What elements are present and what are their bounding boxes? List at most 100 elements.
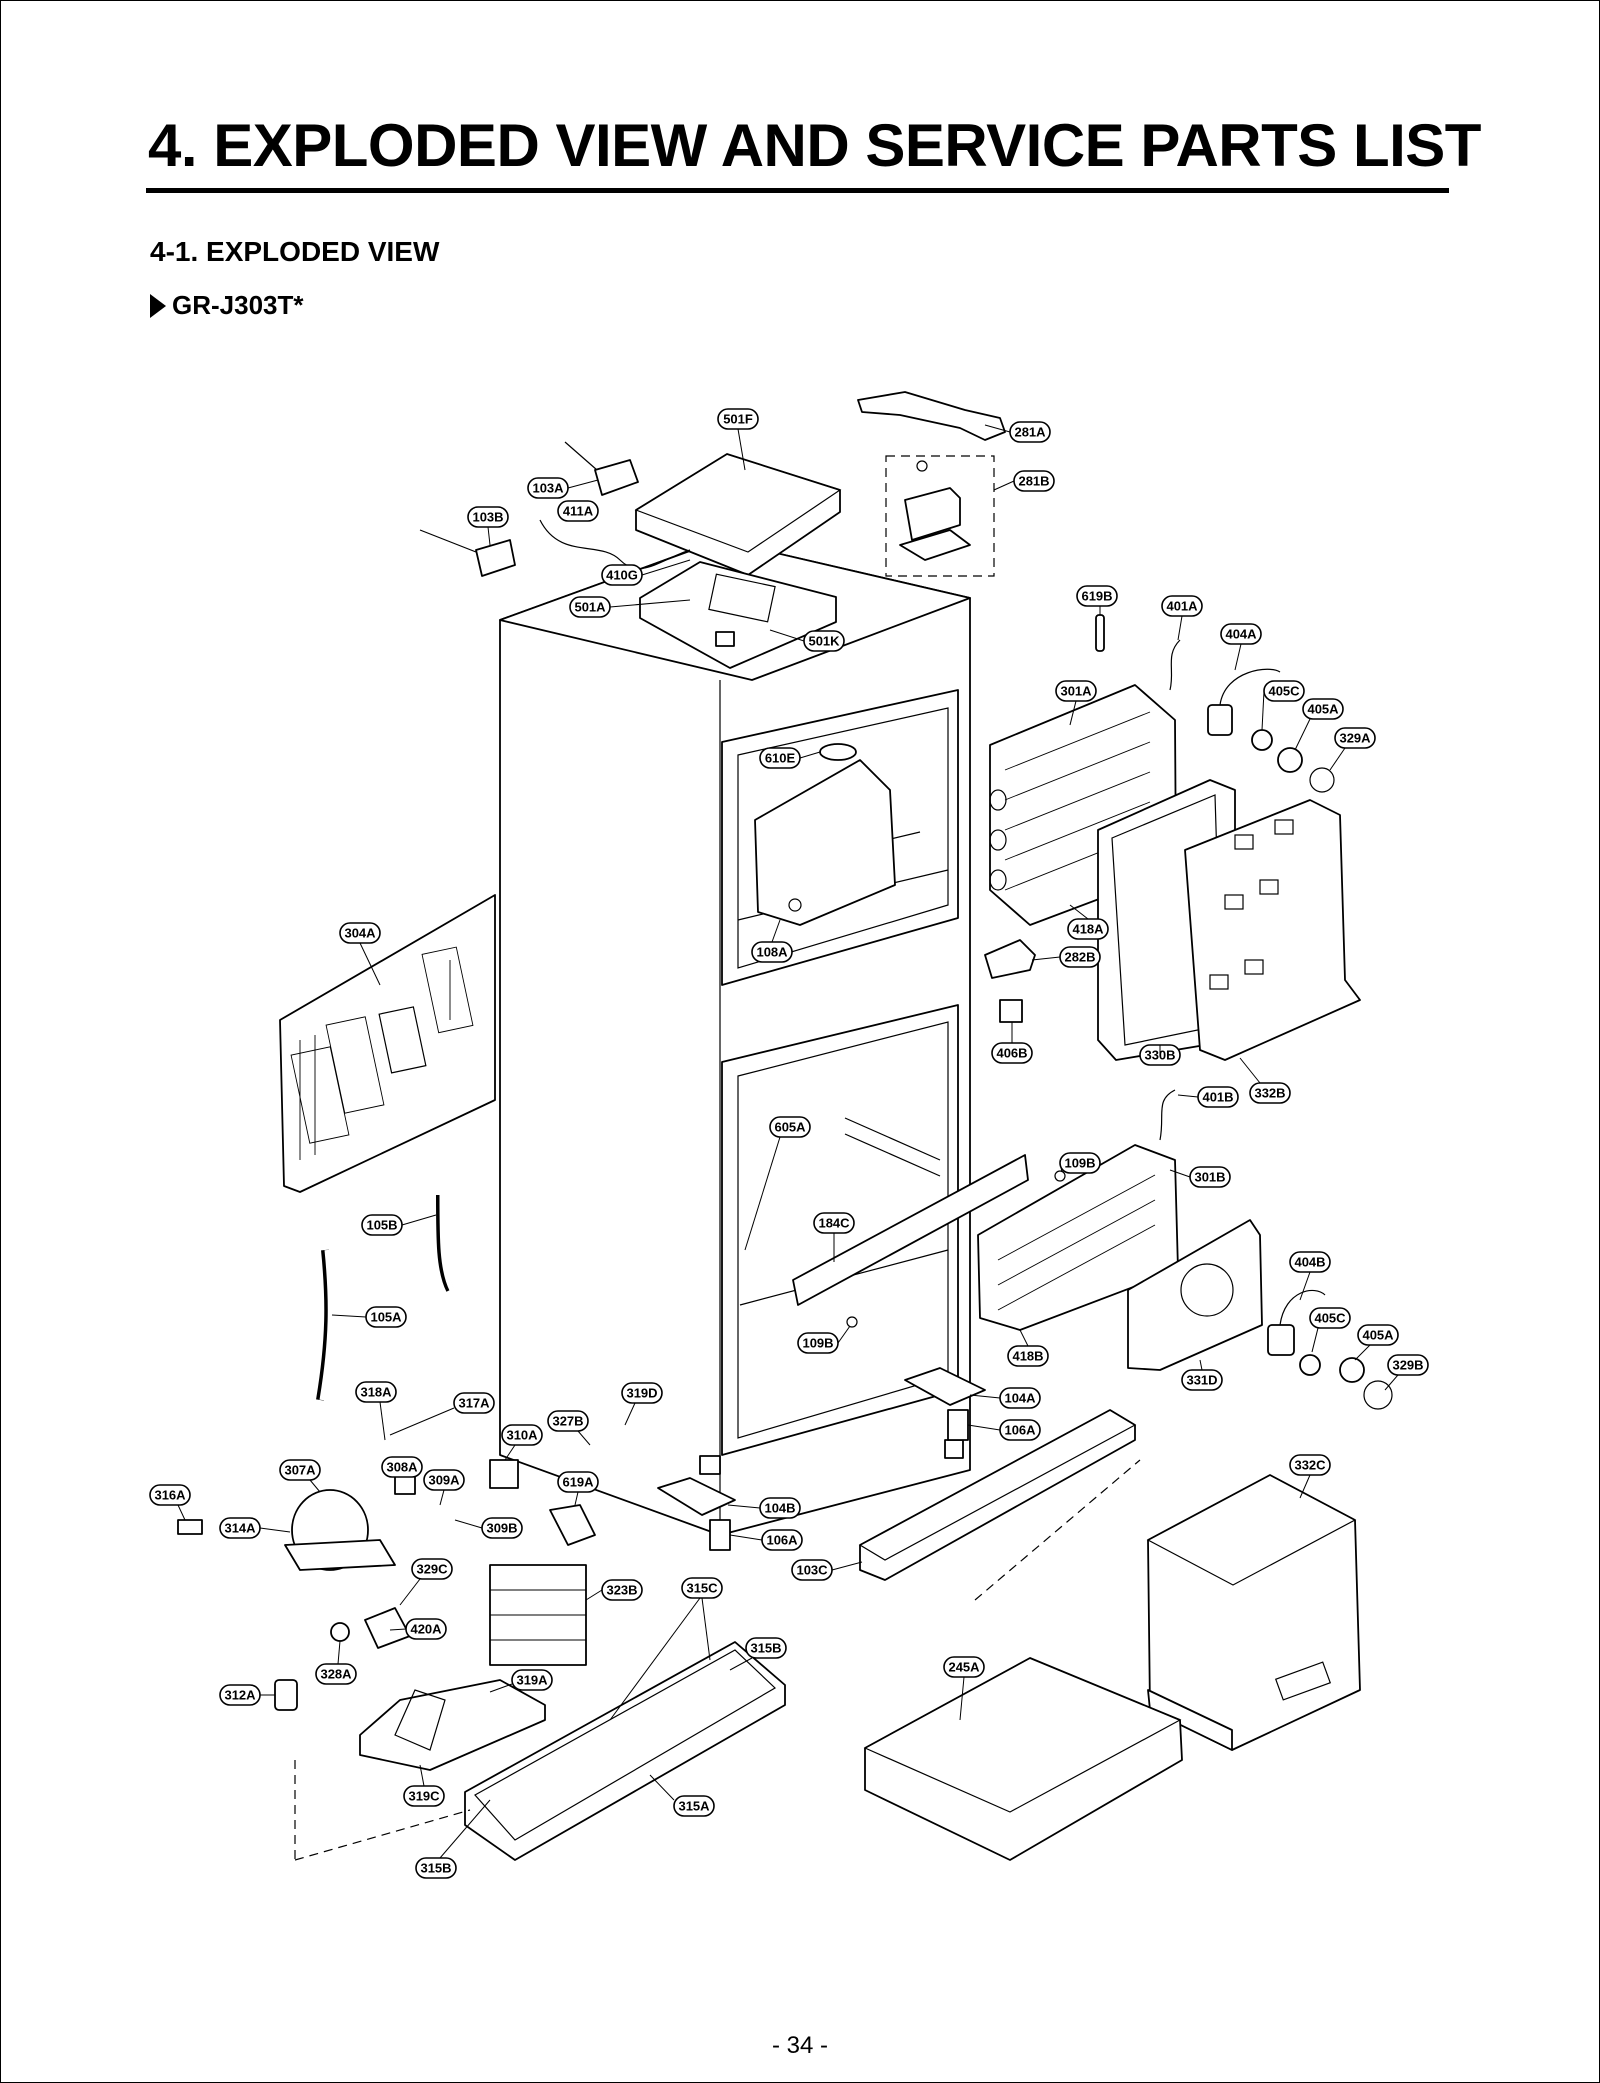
svg-text:281B: 281B: [1018, 474, 1049, 489]
leader-line: [1354, 1344, 1371, 1361]
svg-text:317A: 317A: [458, 1396, 490, 1411]
callout-315C: 315C: [681, 1577, 723, 1599]
svg-text:103B: 103B: [472, 510, 503, 525]
section-title: 4-1. EXPLODED VIEW: [150, 236, 440, 267]
callout-401B: 401B: [1197, 1086, 1239, 1108]
leader-line: [585, 1589, 603, 1601]
callout-104B: 104B: [759, 1497, 801, 1519]
callout-328A: 328A: [315, 1663, 357, 1685]
callout-619A: 619A: [557, 1471, 599, 1493]
svg-text:106A: 106A: [766, 1533, 798, 1548]
svg-text:103A: 103A: [532, 481, 564, 496]
callout-106A-2: 106A: [761, 1529, 803, 1551]
callout-315B: 315B: [745, 1637, 787, 1659]
svg-text:282B: 282B: [1064, 950, 1095, 965]
svg-text:109B: 109B: [1064, 1156, 1095, 1171]
svg-text:281A: 281A: [1014, 425, 1046, 440]
callout-281B: 281B: [1013, 470, 1055, 492]
callout-605A: 605A: [769, 1116, 811, 1138]
callout-103B: 103B: [467, 506, 509, 528]
callout-312A: 312A: [219, 1684, 261, 1706]
callout-105B: 105B: [361, 1214, 403, 1236]
callout-319A: 319A: [511, 1669, 553, 1691]
leader-line: [1169, 1169, 1191, 1178]
condenser: [489, 1564, 587, 1666]
leader-line: [1019, 1329, 1029, 1347]
callout-405C: 405C: [1263, 680, 1305, 702]
svg-text:307A: 307A: [284, 1463, 316, 1478]
leader-line: [454, 1519, 483, 1529]
leader-line: [959, 1676, 965, 1721]
leader-line: [439, 1799, 491, 1859]
svg-text:315B: 315B: [420, 1861, 451, 1876]
callout-619B: 619B: [1076, 585, 1118, 607]
leader-line: [1031, 956, 1061, 961]
leader-line: [729, 1657, 753, 1671]
svg-text:619B: 619B: [1081, 589, 1112, 604]
callout-410G: 410G: [601, 564, 643, 586]
leader-line: [177, 1504, 186, 1521]
leader-line: [1261, 690, 1265, 731]
callout-103A: 103A: [527, 477, 569, 499]
compressor: [284, 1489, 396, 1571]
svg-text:405A: 405A: [1307, 702, 1339, 717]
svg-text:106A: 106A: [1004, 1423, 1036, 1438]
svg-text:619A: 619A: [562, 1475, 594, 1490]
grommet-328A: [330, 1622, 350, 1642]
callout-327B: 327B: [547, 1410, 589, 1432]
svg-text:245A: 245A: [948, 1660, 980, 1675]
leader-line: [993, 480, 1015, 491]
leader-line: [359, 942, 381, 986]
upper-evap-wire: [1169, 639, 1181, 691]
svg-text:309A: 309A: [428, 1473, 460, 1488]
leader-line: [574, 1491, 579, 1506]
callout-310A: 310A: [501, 1424, 543, 1446]
lower-shroud: [1127, 1219, 1263, 1371]
leader-line: [701, 1597, 711, 1661]
callout-103C: 103C: [791, 1559, 833, 1581]
svg-text:406B: 406B: [996, 1046, 1027, 1061]
base-plate: [464, 1641, 786, 1861]
triangle-bullet-icon: [150, 293, 166, 318]
svg-text:319A: 319A: [516, 1673, 548, 1688]
svg-text:332B: 332B: [1254, 1086, 1285, 1101]
callout-109B-bot: 109B: [797, 1332, 839, 1354]
callout-501F: 501F: [717, 408, 759, 430]
callout-105A: 105A: [365, 1306, 407, 1328]
callout-309B: 309B: [481, 1517, 523, 1539]
callout-319C: 319C: [403, 1785, 445, 1807]
callout-331D: 331D: [1181, 1369, 1223, 1391]
upper-fan-motor: [1207, 668, 1335, 793]
svg-text:329A: 329A: [1339, 731, 1371, 746]
leader-line: [624, 1402, 636, 1426]
svg-text:418A: 418A: [1072, 922, 1104, 937]
svg-text:328A: 328A: [320, 1667, 352, 1682]
leader-line: [1294, 718, 1311, 751]
leader-line: [577, 1430, 591, 1446]
leader-line: [1059, 1162, 1063, 1173]
callout-184C: 184C: [813, 1212, 855, 1234]
svg-text:318A: 318A: [360, 1385, 392, 1400]
leader-line: [389, 1407, 455, 1436]
leader-line: [729, 1534, 763, 1541]
drain-hoses: [316, 1194, 455, 1401]
svg-text:309B: 309B: [486, 1521, 517, 1536]
svg-text:410G: 410G: [606, 568, 638, 583]
freezer-lamp: [819, 743, 857, 761]
screw-109B-2: [1054, 1170, 1066, 1182]
lower-hinge-104A: [904, 1367, 986, 1441]
comp-label-316A: [177, 1519, 203, 1535]
leader-line: [489, 1683, 513, 1693]
leader-line: [504, 1444, 516, 1461]
svg-text:104A: 104A: [1004, 1391, 1036, 1406]
leader-line: [309, 1479, 321, 1493]
callout-315B-2: 315B: [415, 1857, 457, 1879]
svg-text:501K: 501K: [808, 634, 840, 649]
callout-401A: 401A: [1161, 595, 1203, 617]
drawer-rail: [1147, 1689, 1233, 1751]
svg-text:314A: 314A: [224, 1521, 256, 1536]
svg-text:319C: 319C: [408, 1789, 440, 1804]
top-hinge: [899, 460, 971, 561]
callout-301B: 301B: [1189, 1166, 1231, 1188]
callout-418A: 418A: [1067, 918, 1109, 940]
